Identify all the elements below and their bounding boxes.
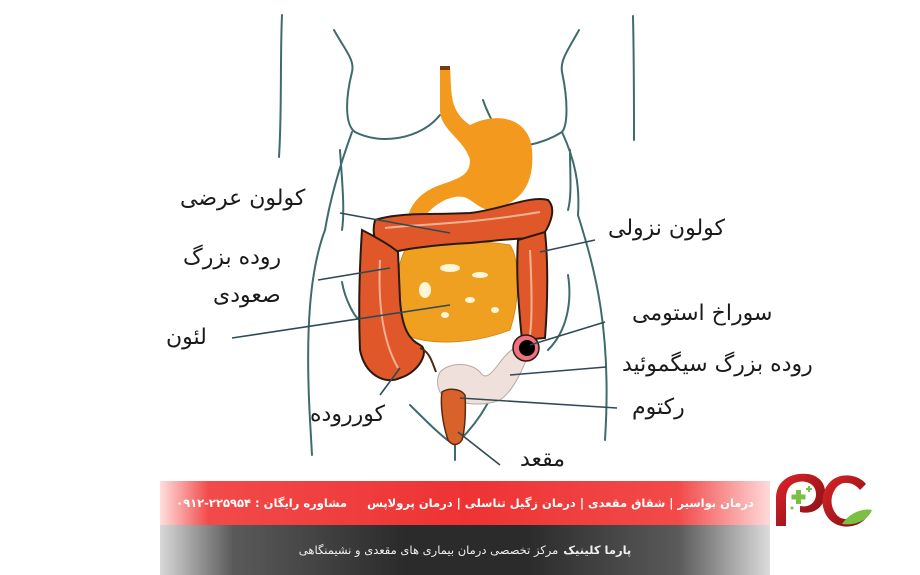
- leader-lines: [231, 212, 618, 466]
- brand-name: پارما کلینیک: [563, 543, 632, 557]
- label-cecum: کورروده: [310, 402, 386, 427]
- label-anus: مقعد: [520, 447, 566, 472]
- stoma: [512, 334, 540, 362]
- services-list: درمان بواسیر | شقاق مقعدی | درمان زگیل ت…: [367, 496, 754, 510]
- phone-number[interactable]: ۰۹۱۲-۲۲۵۹۵۴: [176, 496, 252, 510]
- clinic-logo-icon: [776, 473, 872, 527]
- rectum: [440, 388, 467, 446]
- colon-highlights: [378, 211, 541, 369]
- services-banner: درمان بواسیر | شقاق مقعدی | درمان زگیل ت…: [160, 481, 770, 525]
- colon: [358, 198, 554, 382]
- small-intestine: [397, 241, 518, 343]
- label-ileum: لئون: [166, 325, 207, 350]
- label-rectum: رکتوم: [632, 395, 685, 420]
- brand-banner: پارما کلینیک مرکز تخصصی درمان بیماری های…: [160, 525, 770, 575]
- brand-tagline: مرکز تخصصی درمان بیماری های مقعدی و نشیم…: [298, 543, 559, 557]
- stomach: [405, 66, 533, 240]
- label-stoma-opening: سوراخ استومی: [632, 301, 773, 326]
- appendix: [419, 347, 437, 373]
- label-ascending-colon-line1: روده بزرگ: [183, 245, 282, 270]
- label-descending-colon: کولون نزولی: [608, 216, 725, 241]
- consult-label: مشاوره رایگان :: [255, 496, 348, 510]
- label-ascending-colon-line2: صعودی: [213, 283, 281, 308]
- label-transverse-colon: کولون عرضی: [180, 186, 306, 211]
- label-sigmoid-colon: روده بزرگ سیگموئید: [622, 352, 813, 377]
